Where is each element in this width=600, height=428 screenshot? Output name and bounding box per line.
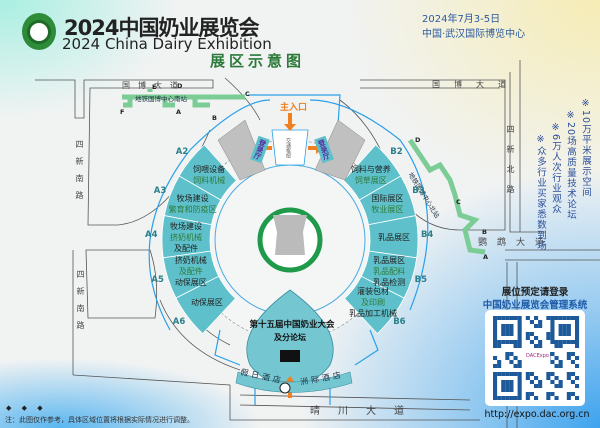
metro-north-exit: C (456, 198, 461, 206)
hall-id: A3 (153, 185, 167, 196)
hall-id: B2 (390, 147, 403, 158)
hall-label-a6: 动保展区 (177, 297, 237, 308)
footer-note: 注：此图仅作参考，具体区域位置将根据实际情况进行调整。 (5, 416, 194, 424)
hall-a5 (162, 250, 220, 299)
hall-label-line: 牧场建设 (170, 221, 203, 231)
road-guobo-west: 国博大道 (122, 81, 186, 90)
qr-logo: DACExpo (525, 352, 550, 360)
hall-label-line: 灌装包材 (357, 287, 390, 297)
hall-label-line: 乳品展区 (377, 232, 410, 242)
hall-id: A6 (172, 317, 186, 328)
hall-label-a4: 牧场建设挤奶机械及配件 (156, 221, 216, 254)
metro-exit: A (176, 108, 182, 116)
hall-label-line: 饲料与营养 (350, 164, 391, 174)
hall-id: B6 (393, 317, 406, 328)
metro-south-station: 地铁国博中心南站 (135, 95, 187, 103)
metro-exit: F (120, 108, 125, 116)
hall-label-b3: 国际展区牧业展区 (357, 193, 417, 215)
hall-label-b6: 灌装包材及印刷乳品加工机械 (343, 286, 403, 319)
hall-label-line: 乳品检测 (373, 277, 406, 287)
road-sixin-south-bottom: 四新南路 (76, 270, 85, 338)
hall-label-line: 挤奶机械 (174, 255, 207, 265)
hall-label-line: 及配件 (174, 243, 199, 253)
booking-url[interactable]: http://expo.dac.org.cn (484, 409, 590, 420)
hall-label-line: 乳品加工机械 (349, 309, 398, 319)
hall-label-b4: 乳品展区 (364, 232, 424, 243)
hall-label-a3: 牧场建设繁育和防疫区 (163, 193, 223, 215)
conference-title: 第十五届中国奶业大会 (249, 320, 335, 330)
hall-id: B3 (412, 185, 425, 196)
building-east (314, 119, 366, 181)
hall-id: A5 (151, 275, 164, 286)
main-entrance-label: 主入口 (280, 103, 308, 113)
hall-id: B4 (420, 230, 434, 241)
hall-label-line: 饲草展区 (354, 175, 387, 185)
metro-exit: D (177, 82, 183, 90)
booking-title: 展位预定请登录 (501, 287, 569, 298)
hall-label-line: 及印刷 (361, 298, 386, 308)
hall-label-line: 动保展区 (174, 277, 207, 287)
highlight-text: ※6万人次行业观众 (550, 122, 561, 215)
hall-label-line: 乳品配料 (373, 266, 406, 276)
metro-north-exit: D (415, 136, 421, 144)
road-yingwu: 鹦鹉大道 (478, 238, 555, 248)
podium-icon (280, 350, 300, 362)
road-sixin-north: 四新北路 (506, 125, 515, 205)
highlight-text: ※20场高质量技术论坛 (565, 110, 576, 221)
event-info: 2024年7月3-5日 中国·武汉国际博览中心 (422, 12, 525, 42)
event-venue: 中国·武汉国际博览中心 (422, 29, 526, 40)
hall-id: A4 (145, 230, 158, 241)
hall-label-line: 牧业展区 (371, 204, 404, 214)
hall-label-line: 饲料机械 (193, 175, 226, 185)
hall-label-line: 乳品展区 (373, 255, 406, 265)
hall-id: B5 (414, 275, 428, 286)
metro-lines (122, 89, 486, 255)
roundabout (279, 382, 291, 394)
hall-label-line: 挤奶机械 (170, 232, 203, 242)
hall-a2 (178, 144, 238, 201)
hall-a4 (161, 215, 212, 259)
building-west (217, 119, 266, 181)
metro-exit: C (245, 90, 250, 98)
title-en: 2024 China Dairy Exhibition (62, 35, 272, 53)
metro-north-exit: A (483, 253, 489, 261)
hall-label-line: 国际展区 (371, 193, 404, 203)
hall-label-b2: 饲料与营养饲草展区 (341, 164, 401, 186)
highlight-text: ※10万平米展示空间 (580, 98, 591, 198)
highlight-text: ※众多行业买家悉数到场 (535, 134, 546, 251)
dac-logo (22, 13, 56, 50)
road-qingchuan: 晴川大道 (310, 406, 422, 417)
footer-bullets: ◆ ◆ ◆ (6, 404, 47, 412)
title-cn: 2024中国奶业展览会 (64, 16, 259, 40)
hall-a6 (175, 275, 237, 335)
hall-a3 (163, 175, 222, 226)
central-building (273, 215, 307, 255)
map-title: 展区示意图 (210, 52, 306, 70)
event-date: 2024年7月3-5日 (422, 14, 501, 25)
hall-label-line: 动保展区 (190, 298, 223, 308)
metro-north-exit: B (482, 228, 487, 236)
qr-code[interactable]: DACExpo (485, 310, 585, 406)
hall-label-line: 繁育和防疫区 (168, 204, 217, 214)
road-guobo-east: 国博大道 (432, 80, 520, 89)
hall-label-line: 及配件 (178, 266, 203, 276)
hall-label-b5: 乳品展区乳品配料乳品检测 (359, 255, 419, 288)
booking-system: 中国奶业展览会管理系统 (482, 300, 588, 311)
hall-id: A2 (175, 147, 189, 158)
metro-exit: E (152, 83, 157, 91)
entrance-hub-label: 交通枢纽 (285, 138, 291, 158)
hall-b6 (343, 275, 405, 335)
hotel-band (235, 371, 353, 393)
road-sixin-south-top: 四新南路 (75, 140, 84, 208)
metro-exit: B (212, 114, 217, 122)
hall-label-line: 牧场建设 (176, 193, 209, 203)
hall-label-a2: 饲喂设备饲料机械 (179, 164, 239, 186)
conference-subtitle: 及分论坛 (274, 333, 306, 342)
hall-label-line: 饲喂设备 (193, 164, 226, 174)
hall-label-a5: 挤奶机械及配件动保展区 (161, 255, 221, 288)
entrance-hub (271, 129, 309, 166)
